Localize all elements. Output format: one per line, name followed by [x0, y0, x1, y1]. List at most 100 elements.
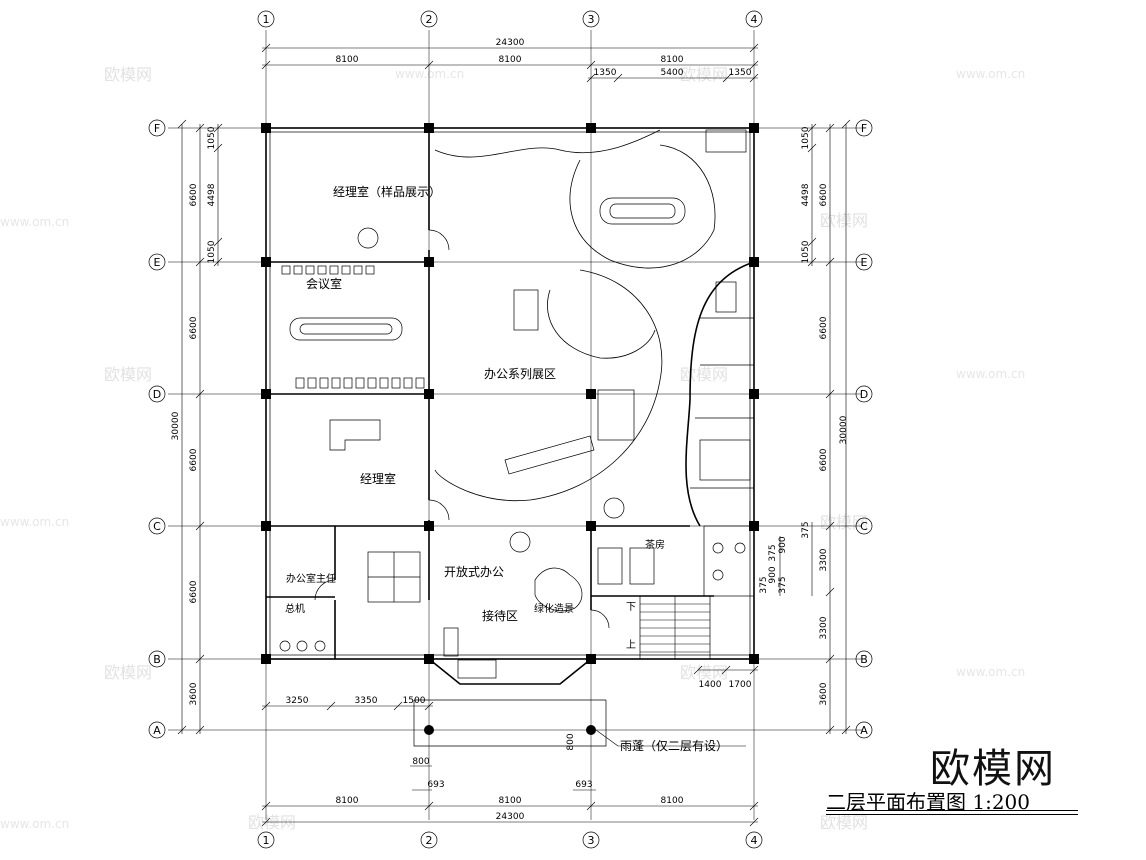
- stair-down-label: 下: [626, 602, 636, 613]
- dim-top-detail: 1350: [729, 68, 752, 78]
- watermark: 欧模网: [820, 813, 868, 832]
- dim-left-fe: 4498: [207, 183, 217, 206]
- dim-left-fe: 1050: [207, 126, 217, 149]
- dim-bottom-bay: 8100: [661, 796, 684, 806]
- grid-row-label: E: [861, 256, 868, 269]
- dim-canopy: 800: [566, 733, 576, 750]
- grid-row-label: B: [153, 653, 161, 666]
- dim-right-small: 375: [759, 576, 769, 593]
- dimension-left: [177, 119, 223, 735]
- watermark: 欧模网: [104, 663, 152, 682]
- dim-bottom-sub: 3350: [355, 696, 378, 706]
- watermark: 欧模网: [104, 65, 152, 84]
- dim-right-total: 30000: [839, 415, 849, 444]
- grid-col-label: 4: [751, 834, 758, 847]
- dim-right-small: 375: [801, 521, 811, 538]
- dim-right-bay: 3300: [819, 548, 829, 571]
- watermark: www.om.cn: [0, 515, 69, 529]
- grid-col-label: 1: [263, 834, 270, 847]
- grid-row-label: F: [154, 122, 160, 135]
- dim-right-small: 375: [778, 576, 788, 593]
- grid-col-label: 3: [588, 13, 595, 26]
- dim-bottom-bay: 8100: [499, 796, 522, 806]
- grid-col-label: 2: [426, 13, 433, 26]
- dimension-bottom: [261, 701, 759, 827]
- watermark: 欧模网: [680, 365, 728, 384]
- dim-right-bay: 6600: [819, 183, 829, 206]
- dim-top-detail: 1350: [594, 68, 617, 78]
- watermark: www.om.cn: [395, 67, 464, 81]
- grid-col-label: 3: [588, 834, 595, 847]
- dim-right-bay: 3600: [819, 682, 829, 705]
- grid-row-label: F: [861, 122, 867, 135]
- grid-row-label: B: [860, 653, 868, 666]
- watermark: www.om.cn: [956, 67, 1025, 81]
- watermark: 欧模网: [248, 813, 296, 832]
- dim-left-bay: 6600: [189, 183, 199, 206]
- watermark: 欧模网: [680, 65, 728, 84]
- grid-row-label: D: [153, 388, 161, 401]
- room-label-greening: 绿化造景: [534, 602, 574, 615]
- exhibition-curves: [434, 129, 716, 502]
- dim-left-bay: 6600: [189, 316, 199, 339]
- dim-left-bay: 3600: [189, 682, 199, 705]
- dim-top-bay: 8100: [499, 55, 522, 65]
- room-label-reception: 接待区: [482, 608, 518, 623]
- grid-row-label: E: [154, 256, 161, 269]
- dimension-top: [261, 43, 759, 83]
- room-label-meeting: 会议室: [306, 276, 342, 291]
- watermark: www.om.cn: [0, 215, 69, 229]
- dim-left-bay: 6600: [189, 448, 199, 471]
- dim-right-fe: 1050: [801, 126, 811, 149]
- dim-right-stair: 1400: [699, 680, 722, 690]
- watermark: 欧模网: [820, 211, 868, 230]
- dim-bottom-sub: 3250: [286, 696, 309, 706]
- grid-col-label: 2: [426, 834, 433, 847]
- dim-bottom-total: 24300: [496, 812, 525, 822]
- dim-left-bay: 6600: [189, 580, 199, 603]
- dim-right-bay: 3300: [819, 616, 829, 639]
- grid-col-label: 4: [751, 13, 758, 26]
- room-label-supervisor: 办公室主任: [286, 572, 336, 585]
- dim-canopy: 693: [427, 780, 444, 790]
- grid-row-label: A: [153, 724, 161, 737]
- dim-top-bay: 8100: [336, 55, 359, 65]
- dim-right-stair: 1700: [729, 680, 752, 690]
- canopy-leader: [595, 729, 619, 747]
- title-underline: [826, 814, 1078, 815]
- dim-right-bay: 6600: [819, 448, 829, 471]
- grid-lines: [168, 30, 862, 820]
- room-label-tea: 茶房: [645, 538, 665, 551]
- columns: [261, 123, 759, 664]
- drawing-title-block: 二层平面布置图 1:200: [826, 786, 1078, 815]
- room-label-switchboard: 总机: [285, 602, 305, 615]
- room-labels: 经理室（样品展示） 会议室 经理室 办公系列展区 办公室主任 总机 开放式办公 …: [285, 184, 728, 753]
- dim-top-bay: 8100: [661, 55, 684, 65]
- dim-left-fe: 1050: [207, 240, 217, 263]
- dim-left-total: 30000: [171, 411, 181, 440]
- title-underline: [826, 810, 1078, 811]
- dim-right-fe: 4498: [801, 183, 811, 206]
- room-label-manager: 经理室: [360, 471, 396, 486]
- watermark: www.om.cn: [0, 817, 69, 831]
- watermark: www.om.cn: [956, 665, 1025, 679]
- dimension-right: [693, 119, 851, 735]
- dim-canopy: 693: [575, 780, 592, 790]
- room-label-open-office: 开放式办公: [444, 564, 504, 579]
- room-label-office-series: 办公系列展区: [484, 366, 556, 381]
- dim-right-small: 900: [768, 566, 778, 583]
- grid-bubbles: 1 2 3 4 1 2 3 4 F E D C B A F E D: [148, 10, 873, 849]
- dim-top-total: 24300: [496, 38, 525, 48]
- grid-row-label: C: [153, 520, 161, 533]
- watermark: www.om.cn: [956, 367, 1025, 381]
- watermarks: 欧模网 www.om.cn 欧模网 www.om.cn www.om.cn 欧模…: [0, 65, 1025, 832]
- dim-top-detail: 5400: [661, 68, 684, 78]
- watermark: 欧模网: [104, 365, 152, 384]
- dim-right-fe: 1050: [801, 240, 811, 263]
- dim-bottom-bay: 8100: [336, 796, 359, 806]
- furniture: [279, 129, 751, 679]
- grid-row-label: A: [860, 724, 868, 737]
- grid-row-label: D: [860, 388, 868, 401]
- dim-right-small: 375: [768, 544, 778, 561]
- watermark: 欧模网: [680, 663, 728, 682]
